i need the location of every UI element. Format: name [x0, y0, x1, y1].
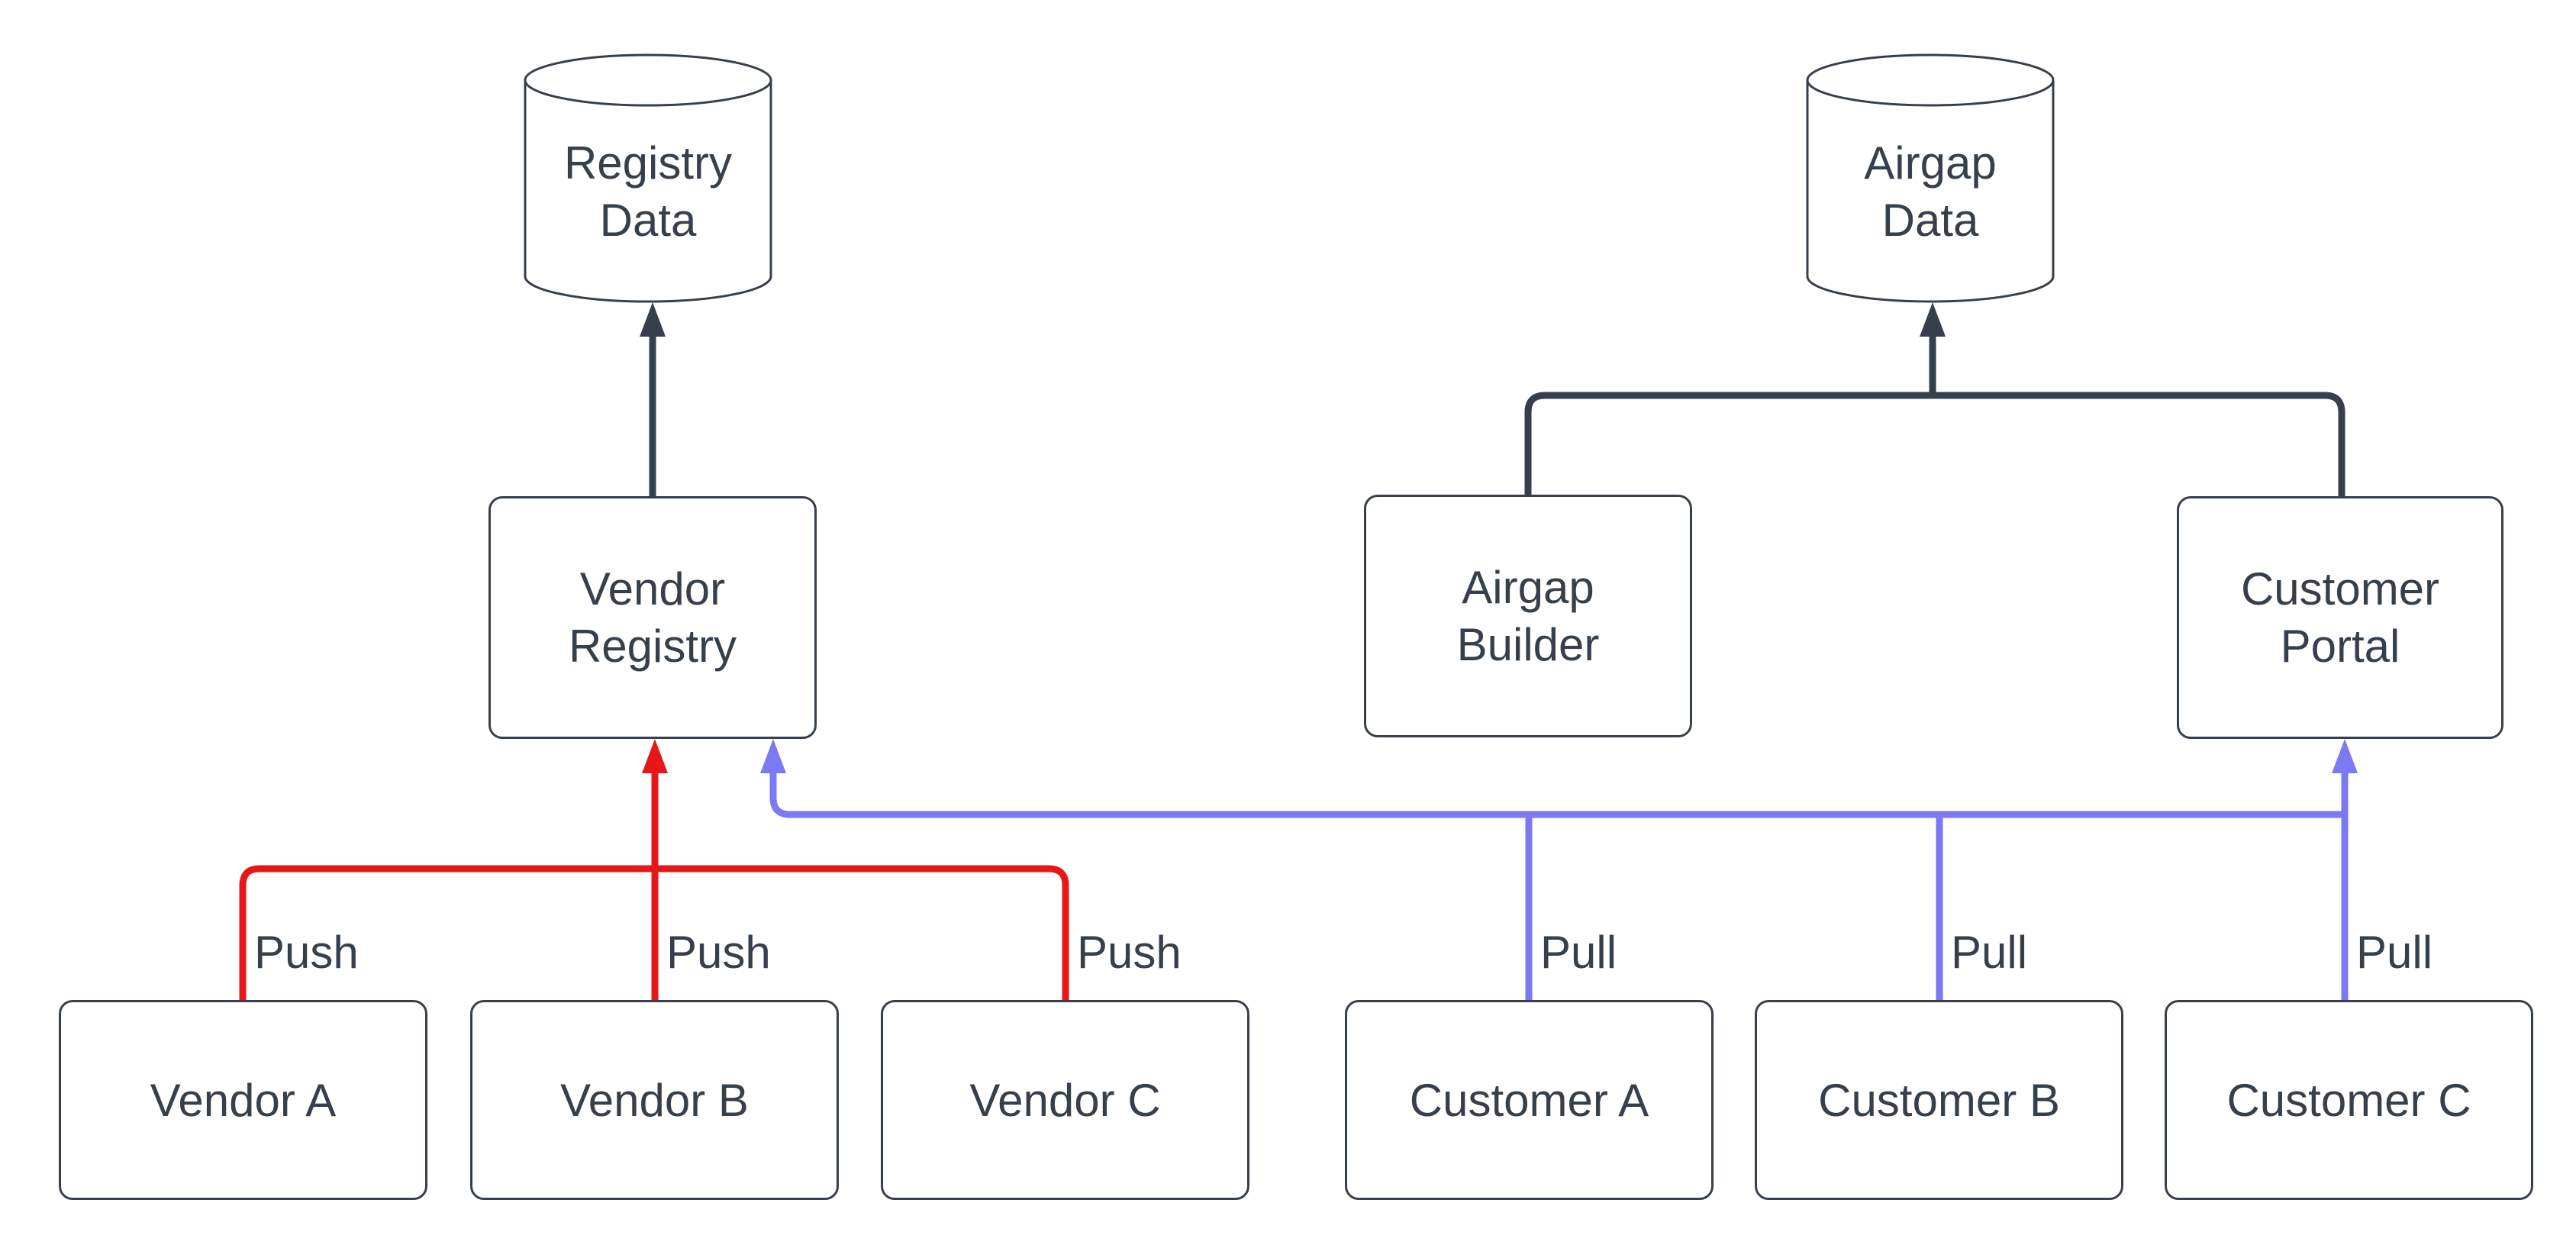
edge-push-bus: [239, 865, 1069, 1000]
customer-b-node: Customer B: [1755, 1000, 2123, 1200]
airgap-data-label-line1: Airgap: [1864, 137, 1997, 189]
pull-label-3: Pull: [2356, 927, 2433, 978]
vendor-a-node: Vendor A: [59, 1000, 427, 1200]
pull-label-1: Pull: [1540, 927, 1617, 978]
vendor-a-label: Vendor A: [150, 1074, 337, 1126]
push-label-1: Push: [254, 927, 359, 978]
customer-a-node: Customer A: [1345, 1000, 1714, 1200]
push-label-2: Push: [666, 927, 771, 978]
customer-portal-label-line1: Customer: [2240, 563, 2440, 614]
vendor-b-label: Vendor B: [560, 1074, 749, 1126]
customer-a-label: Customer A: [1409, 1074, 1649, 1126]
customer-c-label: Customer C: [2226, 1074, 2471, 1126]
edge-airgap-builder-to-junction: [1524, 392, 1933, 495]
airgap-data-label: Airgap Data: [1807, 107, 2053, 276]
customer-c-node: Customer C: [2165, 1000, 2533, 1200]
arrowhead-pull-vendor-registry: [760, 739, 786, 773]
edge-pull-bus: [769, 773, 2345, 818]
push-label-3: Push: [1077, 927, 1182, 978]
customer-b-label: Customer B: [1818, 1074, 2060, 1126]
airgap-data-label-line2: Data: [1881, 195, 1979, 246]
vendor-c-node: Vendor C: [881, 1000, 1249, 1200]
airgap-builder-label-line2: Builder: [1456, 619, 1600, 670]
edge-customer-portal-to-junction: [1933, 392, 2345, 496]
customer-portal-node: Customer Portal: [2177, 496, 2503, 739]
registry-data-label-line2: Data: [599, 195, 697, 246]
registry-data-label: Registry Data: [525, 107, 771, 276]
customer-portal-label-line2: Portal: [2280, 621, 2400, 672]
arrowhead-registry-data: [640, 302, 666, 337]
arrowhead-pull-customer-portal: [2332, 739, 2358, 773]
vendor-registry-node: Vendor Registry: [488, 496, 817, 739]
vendor-registry-label-line2: Registry: [568, 621, 737, 672]
registry-data-label-line1: Registry: [563, 137, 733, 189]
airgap-data-cylinder-top: [1806, 53, 2055, 107]
arrowhead-push-vendor-registry: [642, 739, 668, 773]
pull-label-2: Pull: [1951, 927, 2028, 978]
registry-data-cylinder-top: [524, 53, 772, 107]
airgap-builder-node: Airgap Builder: [1364, 495, 1692, 737]
airgap-builder-label-line1: Airgap: [1462, 562, 1594, 613]
vendor-b-node: Vendor B: [470, 1000, 839, 1200]
vendor-registry-label-line1: Vendor: [579, 563, 726, 614]
arrowhead-airgap-data: [1920, 302, 1946, 337]
vendor-c-label: Vendor C: [969, 1074, 1161, 1126]
